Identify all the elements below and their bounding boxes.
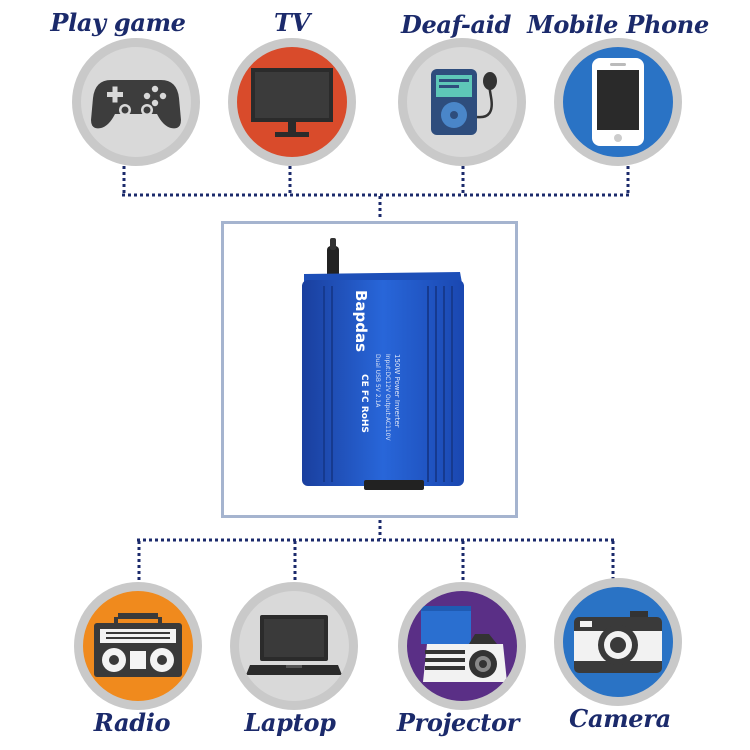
radio-icon <box>94 613 182 677</box>
label-laptop: Laptop <box>244 708 336 737</box>
mobile-phone-circle <box>554 38 682 166</box>
label-mobile-phone: Mobile Phone <box>527 10 709 39</box>
radio-circle <box>74 582 202 710</box>
play-game-circle <box>72 38 200 166</box>
power-inverter-image <box>302 238 464 490</box>
label-radio: Radio <box>93 708 171 737</box>
spec-line-2: Input:DC12V Output:AC110V <box>384 354 391 441</box>
label-play-game: Play game <box>50 8 186 37</box>
laptop-icon <box>246 615 342 675</box>
label-deaf-aid: Deaf-aid <box>400 10 512 39</box>
projector-circle <box>398 582 526 710</box>
camera-icon <box>574 611 662 673</box>
label-camera: Camera <box>569 704 671 733</box>
mobile-phone-icon <box>592 58 644 146</box>
camera-circle <box>554 578 682 706</box>
bottom-connector-lines <box>137 520 615 582</box>
certification-marks: CE FC RoHS <box>359 374 369 433</box>
gamepad-icon <box>91 80 181 129</box>
brand-logo-text: Bapdas <box>352 290 370 353</box>
laptop-circle <box>230 582 358 710</box>
deaf-aid-circle <box>398 38 526 166</box>
label-projector: Projector <box>396 708 520 737</box>
tv-icon <box>251 68 333 137</box>
spec-line-3: Dual USB 5V 2.1A <box>374 354 381 408</box>
hearing-aid-icon <box>431 69 497 135</box>
label-tv: TV <box>274 8 310 37</box>
product-frame: Bapdas 150W Power Inverter Input:DC12V O… <box>221 221 518 518</box>
projector-icon <box>421 606 507 682</box>
spec-line-1: 150W Power Inverter <box>393 354 401 428</box>
tv-circle <box>228 38 356 166</box>
